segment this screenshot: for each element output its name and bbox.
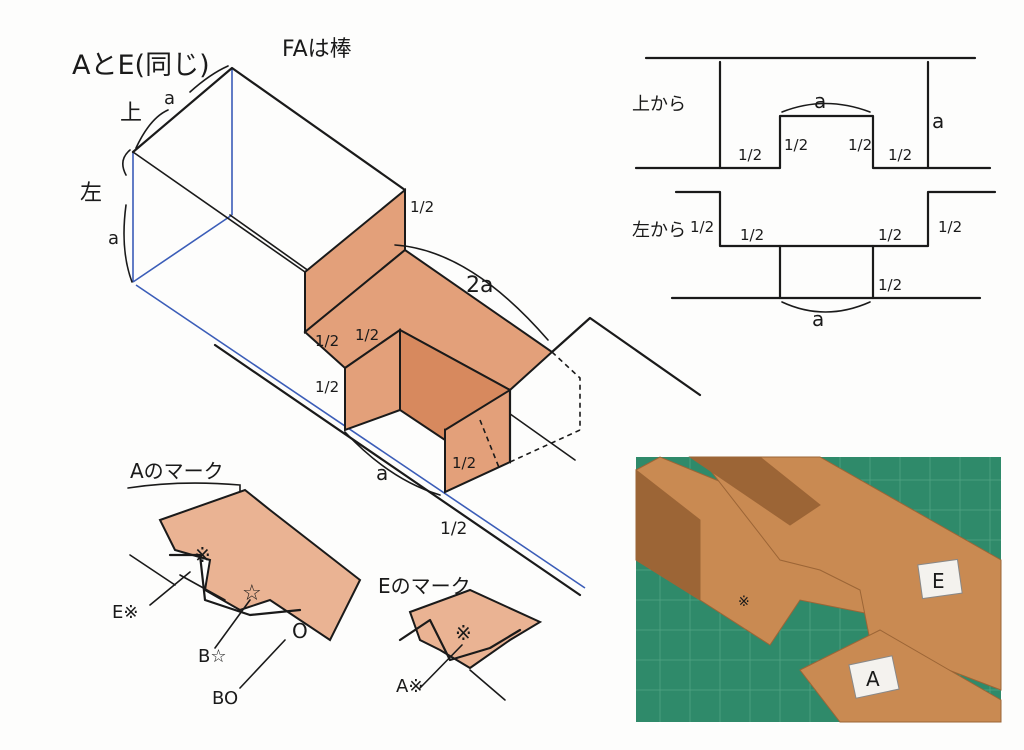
mark-a-star: ☆ [242,581,262,606]
iso-half-1: 1/2 [410,198,434,216]
box-mid-line [132,151,306,273]
left-view-profile [674,190,997,248]
mark-a-title: Aのマーク [130,459,224,483]
mark-a-view: Aのマーク ※ ☆ O E※ B☆ BO [112,459,362,709]
dim-2a-arc [394,244,549,341]
wood-beam-e-side [688,456,821,526]
box-base-line [213,343,582,597]
box-top-edges [131,66,407,192]
wood-beam-lower [799,629,1002,723]
left-view: 左から a 1/2 1/2 1/2 1/2 1/2 [632,190,997,331]
photo-label-a: A [866,667,880,691]
photo-label-a-tag [848,655,900,699]
left-half-3: 1/2 [878,226,902,244]
left-half-2: 1/2 [740,226,764,244]
left-view-label: 左から [632,220,686,241]
mark-a-label-e: E※ [112,602,138,623]
photo: E A ※ [635,456,1002,723]
iso-dim-a-top: a [164,88,175,109]
top-half-2: 1/2 [784,136,808,154]
mark-e-notch [398,618,522,662]
iso-half-2: 1/2 [315,332,339,350]
iso-half-6: 1/2 [440,519,467,539]
left-dim-a: a [812,307,824,331]
top-half-1: 1/2 [738,146,762,164]
iso-label-left: 左 [80,181,102,206]
mark-a-kome: ※ [194,543,211,567]
joint-step-face [344,328,401,432]
hidden-dashed-lines [479,351,581,471]
box-bottom-line [135,284,586,589]
top-half-3: 1/2 [848,136,872,154]
iso-dim-2a: 2a [466,273,493,298]
photo-kome: ※ [738,594,750,610]
iso-half-4: 1/2 [315,378,339,396]
top-dim-a-height: a [932,109,944,133]
dim-a-bottom-arc [344,431,441,496]
top-dim-a-width: a [814,89,826,113]
mark-e-view: Eのマーク ※ A※ [378,574,543,701]
mark-a-leaders [149,571,286,689]
wood-beam-a-side [635,468,701,601]
top-view: 上から a a 1/2 1/2 1/2 1/2 [632,56,992,170]
mark-a-label-b-star: B☆ [198,646,227,667]
mark-a-notch [168,553,302,617]
box-hidden-edges [132,68,233,283]
photo-label-e: E [932,569,945,593]
left-dim-a-arc [781,301,871,313]
rod-top-edge [550,316,702,397]
mark-e-lines [419,644,506,701]
mark-a-shape [158,488,362,642]
left-view-verticals [778,244,875,300]
mark-e-title: Eのマーク [378,574,471,598]
top-dim-a-arc [781,102,871,113]
mark-e-kome: ※ [455,621,472,645]
left-half-4: 1/2 [938,218,962,236]
mark-a-title-arc [127,482,241,501]
iso-subtitle: FAは棒 [282,37,352,62]
mark-a-circle: O [292,619,308,643]
iso-title: AとE(同じ) [72,50,210,81]
iso-half-5: 1/2 [452,454,476,472]
left-half-5: 1/2 [878,276,902,294]
left-dim-arc [122,149,133,283]
iso-half-3: 1/2 [355,326,379,344]
photo-label-e-tag [917,558,963,600]
mark-e-label-a: A※ [396,676,423,697]
mark-a-label-b-circle: BO [212,688,238,709]
top-view-verticals [718,60,930,170]
mark-a-lines [129,554,226,601]
iso-label-top: 上 [120,101,142,126]
mark-e-shape [408,588,543,670]
iso-dim-a-left: a [108,228,119,249]
top-half-4: 1/2 [888,146,912,164]
top-view-label: 上から [632,94,686,115]
top-dim-arc [135,65,229,149]
top-view-profile [634,114,992,170]
left-half-1: 1/2 [690,218,714,236]
isometric-view: AとE(同じ) FAは棒 上 左 a a 2a a 1/2 1/2 1/2 1/… [72,37,702,597]
